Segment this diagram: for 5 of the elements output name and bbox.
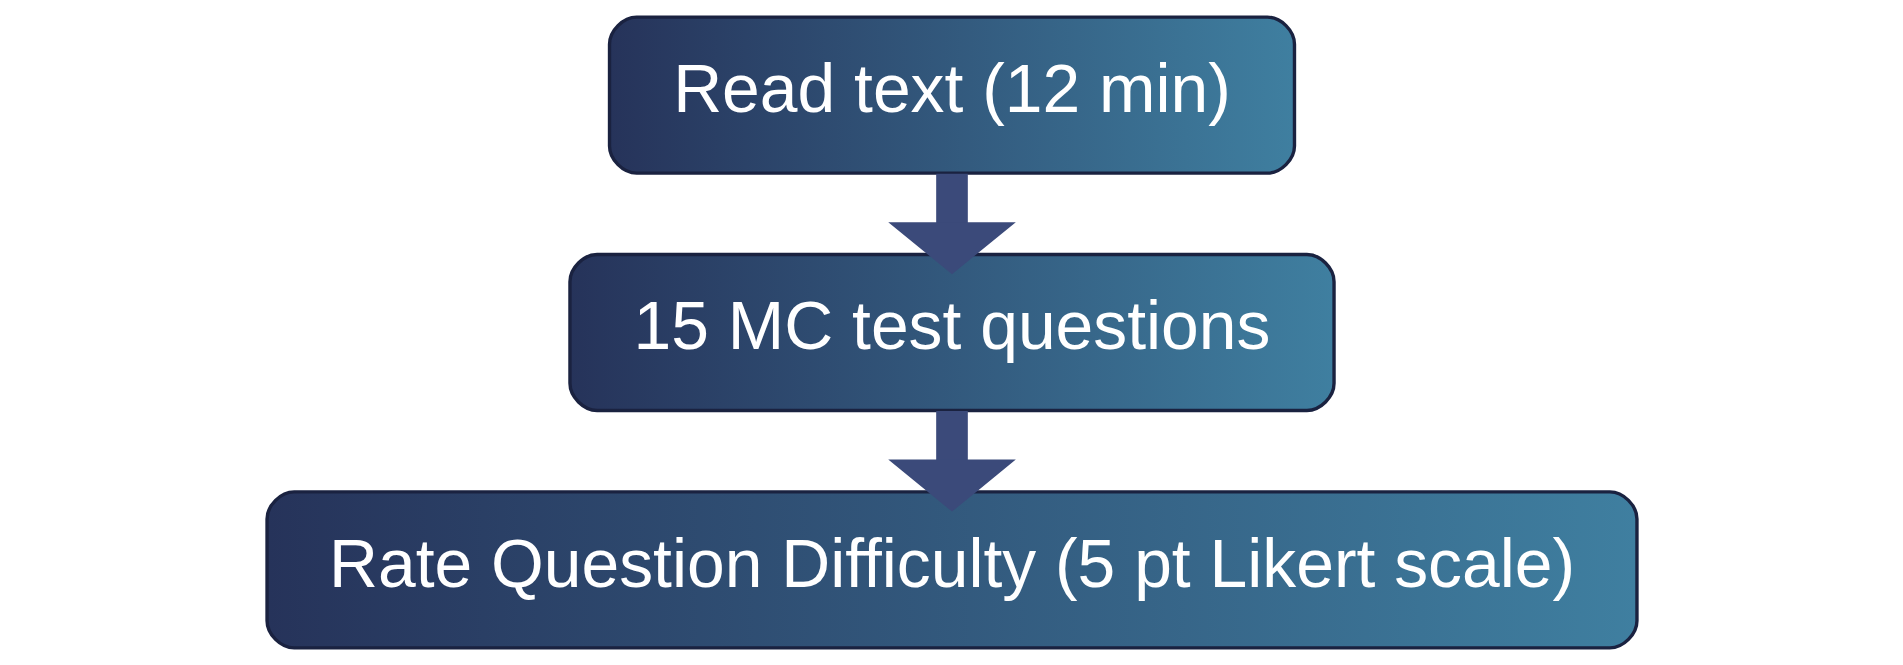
arrow — [887, 173, 1016, 275]
node-box: Rate Question Difficulty (5 pt Likert scale) — [264, 490, 1639, 650]
node-box: Read text (12 min) — [607, 15, 1296, 175]
node-box: 15 MC test questions — [567, 252, 1336, 413]
arrow — [887, 411, 1016, 512]
